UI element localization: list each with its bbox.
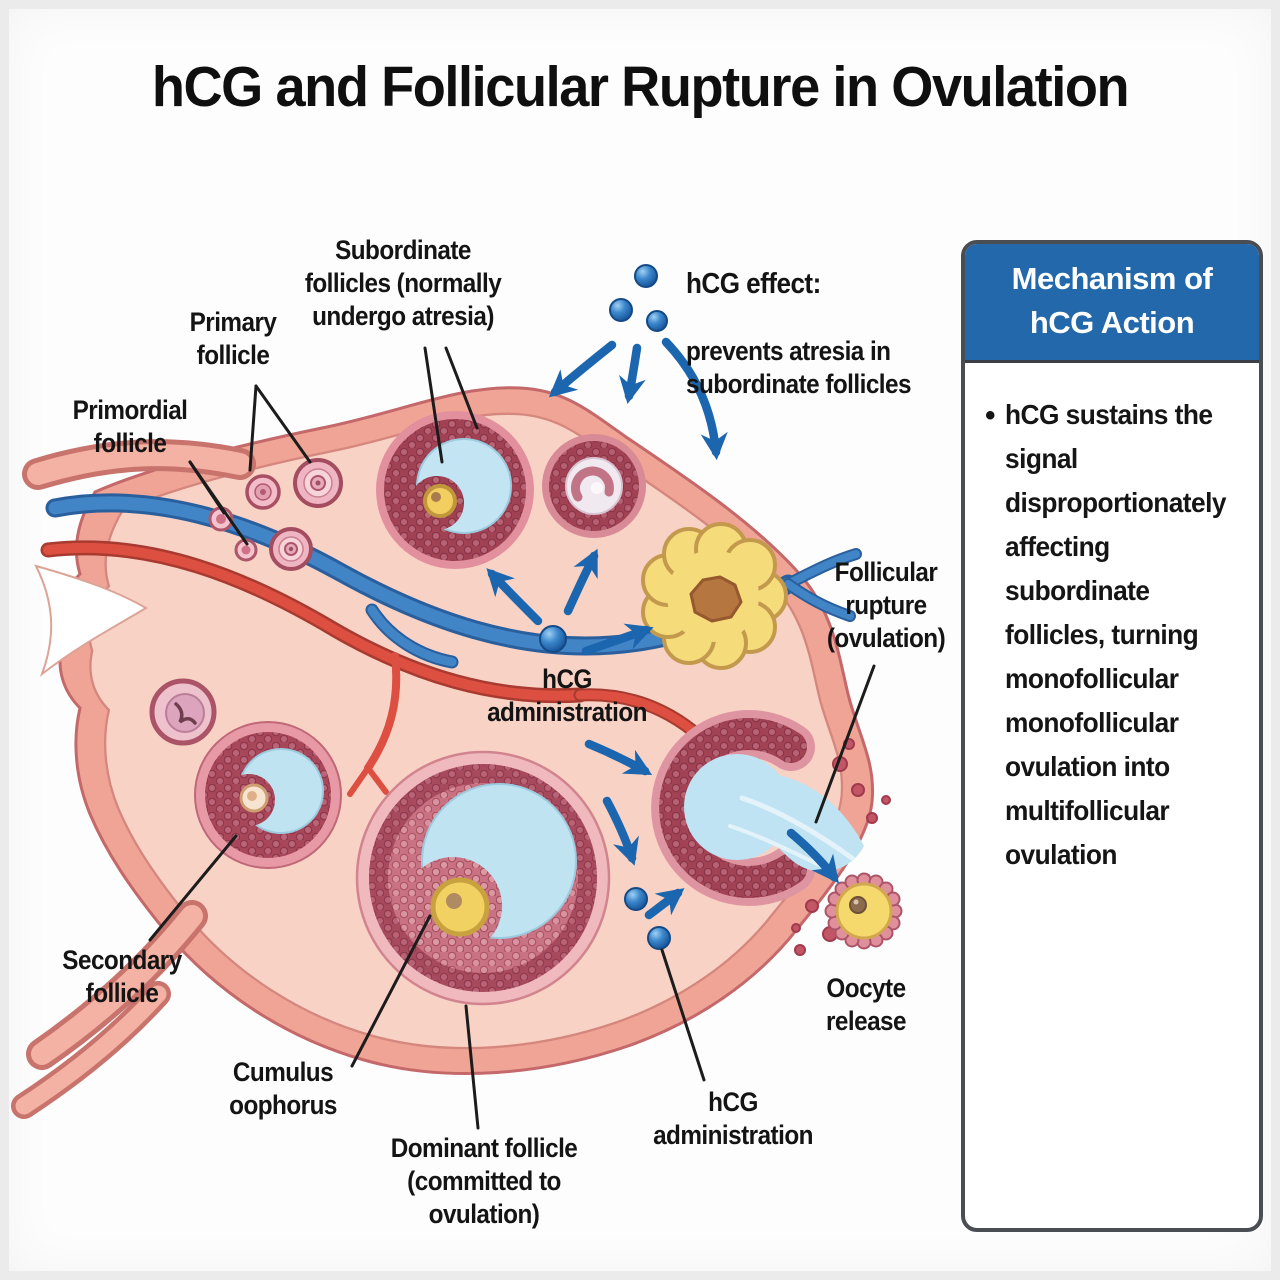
ovary-hilum-bands bbox=[11, 439, 256, 1119]
label-oocyte-release: Oocyte release bbox=[825, 973, 907, 1036]
hcg-molecule-dots bbox=[539, 264, 671, 950]
mechanism-panel-body: • hCG sustains the signal disproportiona… bbox=[965, 363, 1259, 876]
cumulus-oophorus bbox=[404, 857, 502, 955]
label-hcg-administration-center: hCG administration bbox=[487, 664, 647, 727]
secondary-follicle bbox=[194, 721, 342, 869]
label-hcg-effect-heading: hCG effect: bbox=[686, 267, 821, 300]
label-secondary-follicle: Secondary follicle bbox=[62, 945, 182, 1008]
label-hcg-effect-body: prevents atresia in subordinate follicle… bbox=[686, 336, 911, 400]
label-cumulus-oophorus: Cumulus oophorus bbox=[229, 1057, 337, 1120]
label-follicular-rupture: Follicular rupture (ovulation) bbox=[826, 557, 946, 653]
subordinate-follicle-2 bbox=[542, 434, 646, 538]
label-subordinate-follicles: Subordinate follicles (normally undergo … bbox=[304, 235, 502, 331]
granulosa-fragments bbox=[791, 738, 891, 956]
label-hcg-administration-bottom: hCG administration bbox=[653, 1087, 813, 1150]
label-dominant-follicle: Dominant follicle (committed to ovulatio… bbox=[390, 1133, 578, 1229]
hcg-dot bbox=[634, 264, 658, 288]
released-oocyte bbox=[824, 872, 903, 950]
hcg-arrows bbox=[486, 337, 839, 920]
bullet-marker: • bbox=[985, 399, 996, 433]
label-primary-follicle: Primary follicle bbox=[189, 307, 277, 370]
corpus-luteum bbox=[641, 522, 788, 670]
hilum-notch bbox=[34, 564, 148, 677]
hcg-dot bbox=[539, 625, 567, 653]
mechanism-panel-header: Mechanism of hCG Action bbox=[965, 244, 1259, 364]
label-primordial-follicle: Primordial follicle bbox=[72, 395, 188, 458]
dominant-follicle bbox=[355, 750, 611, 1006]
primary-follicles bbox=[245, 458, 343, 571]
leader-lines bbox=[148, 346, 876, 1130]
hcg-dot bbox=[647, 926, 671, 950]
subordinate-follicle-1 bbox=[376, 411, 534, 569]
page-title: hCG and Follicular Rupture in Ovulation bbox=[151, 55, 1130, 119]
mechanism-panel-text: hCG sustains the signal disproportionate… bbox=[1004, 399, 1226, 870]
mechanism-panel: Mechanism of hCG Action • hCG sustains t… bbox=[961, 240, 1263, 1232]
hcg-dot bbox=[609, 298, 633, 322]
hcg-dot bbox=[624, 887, 648, 911]
hcg-dot bbox=[646, 310, 668, 332]
atretic-follicle bbox=[149, 678, 217, 746]
label-hcg-effect: hCG effect: prevents atresia in subordin… bbox=[686, 234, 911, 401]
